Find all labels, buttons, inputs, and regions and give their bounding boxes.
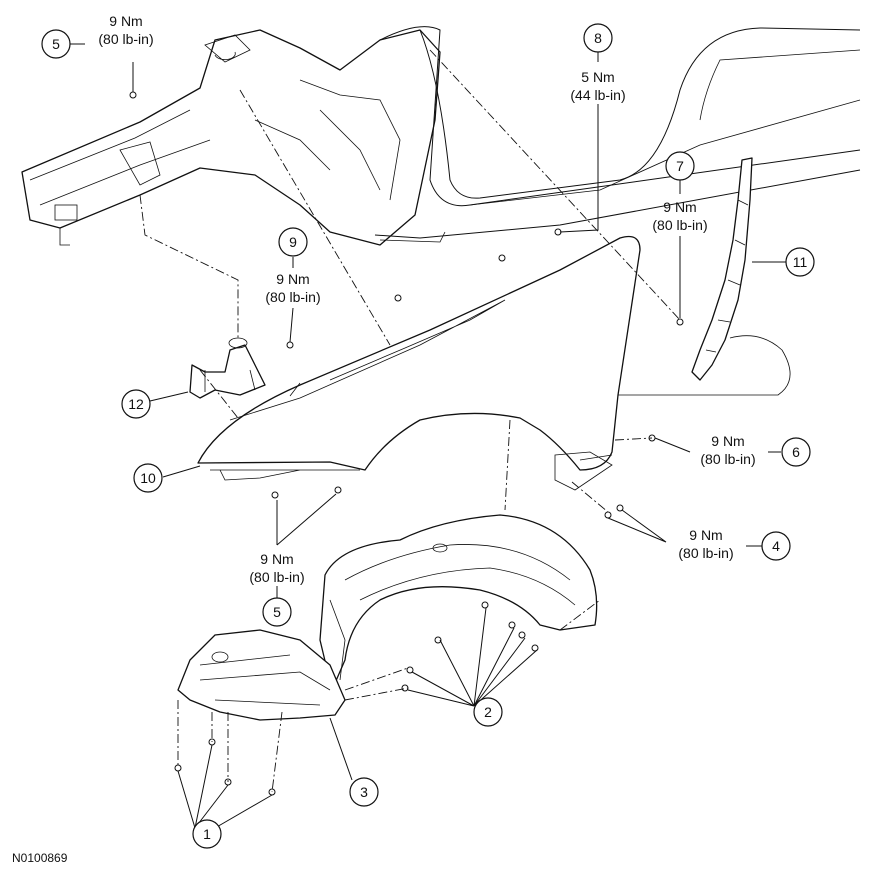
- svg-text:8: 8: [594, 30, 602, 46]
- callout-5-top: 5: [41, 29, 71, 59]
- leader-lines: [70, 43, 786, 829]
- torque-label-7: 9 Nm (80 lb-in): [652, 199, 707, 233]
- svg-text:9 Nm: 9 Nm: [711, 433, 744, 449]
- svg-text:9: 9: [289, 234, 297, 250]
- callout-2: 2: [473, 697, 503, 727]
- body-frame-rail: [21, 29, 441, 246]
- svg-text:5: 5: [273, 604, 281, 620]
- svg-text:(80 lb-in): (80 lb-in): [652, 217, 707, 233]
- figure-id: N0100869: [12, 851, 68, 865]
- torque-label-6: 9 Nm (80 lb-in): [700, 433, 755, 467]
- torque-label-5-bottom: 9 Nm (80 lb-in): [249, 551, 304, 585]
- svg-text:(80 lb-in): (80 lb-in): [249, 569, 304, 585]
- wheelhouse-liner: [319, 514, 598, 691]
- callout-9: 9: [278, 227, 308, 257]
- callout-4: 4: [761, 531, 791, 561]
- svg-text:6: 6: [792, 444, 800, 460]
- assembly-lines: [139, 49, 681, 793]
- callout-8: 8: [583, 23, 613, 53]
- torque-label-5-top: 9 Nm (80 lb-in): [98, 13, 153, 47]
- svg-text:3: 3: [360, 784, 368, 800]
- callout-1: 1: [192, 819, 222, 849]
- svg-text:11: 11: [793, 254, 808, 270]
- callout-5-bottom: 5: [262, 597, 292, 627]
- svg-text:10: 10: [140, 470, 156, 486]
- torque-label-8: 5 Nm (44 lb-in): [570, 69, 625, 103]
- fender-seal-bracket: [691, 157, 753, 381]
- door-opening-pillar: [374, 26, 861, 243]
- svg-text:7: 7: [676, 158, 684, 174]
- svg-text:(80 lb-in): (80 lb-in): [700, 451, 755, 467]
- svg-text:1: 1: [203, 826, 211, 842]
- callout-10: 10: [133, 463, 163, 493]
- callout-7: 7: [665, 151, 695, 181]
- torque-label-4: 9 Nm (80 lb-in): [678, 527, 733, 561]
- svg-text:(80 lb-in): (80 lb-in): [265, 289, 320, 305]
- svg-text:5: 5: [52, 36, 60, 52]
- svg-text:4: 4: [772, 538, 780, 554]
- svg-text:9 Nm: 9 Nm: [663, 199, 696, 215]
- front-fender: [197, 235, 791, 491]
- callout-6: 6: [781, 437, 811, 467]
- svg-text:5 Nm: 5 Nm: [581, 69, 614, 85]
- callout-3: 3: [349, 777, 379, 807]
- callout-12: 12: [121, 389, 151, 419]
- svg-text:9 Nm: 9 Nm: [276, 271, 309, 287]
- svg-text:(80 lb-in): (80 lb-in): [98, 31, 153, 47]
- svg-text:9 Nm: 9 Nm: [109, 13, 142, 29]
- svg-text:9 Nm: 9 Nm: [689, 527, 722, 543]
- fender-bracket: [189, 337, 266, 399]
- svg-text:(44 lb-in): (44 lb-in): [570, 87, 625, 103]
- callout-11: 11: [785, 247, 815, 277]
- splash-shield: [177, 629, 346, 721]
- svg-text:2: 2: [484, 704, 492, 720]
- svg-text:9 Nm: 9 Nm: [260, 551, 293, 567]
- svg-text:12: 12: [128, 396, 144, 412]
- svg-text:(80 lb-in): (80 lb-in): [678, 545, 733, 561]
- torque-label-9: 9 Nm (80 lb-in): [265, 271, 320, 305]
